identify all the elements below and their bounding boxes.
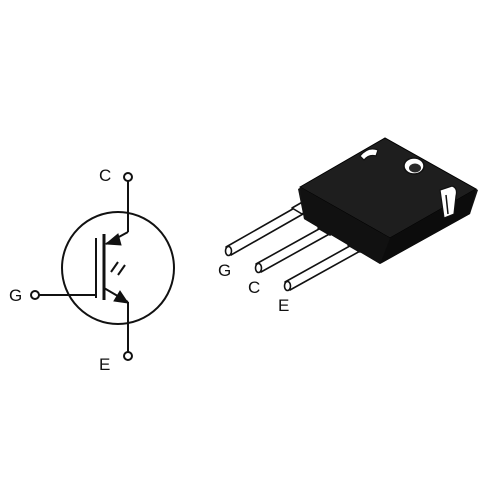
gate-pin-tip (224, 245, 233, 257)
symbol-gate-label: G (9, 286, 22, 305)
internal-tick-2 (117, 264, 126, 276)
collector-arrow (104, 233, 122, 246)
package-left-face (300, 187, 390, 264)
gate-terminal (30, 290, 40, 300)
package-notch-left (359, 148, 379, 161)
tab-slot-line (445, 194, 449, 215)
emitter-pin-tip (283, 280, 292, 292)
package-collector-label: C (248, 278, 260, 297)
internal-tick-1 (110, 261, 119, 273)
symbol-emitter-label: E (99, 355, 110, 374)
package-gate-label: G (218, 261, 231, 280)
igbt-symbol (30, 172, 175, 361)
package-tab-slot (439, 185, 458, 219)
emitter-arrow (113, 290, 130, 304)
collector-terminal (123, 172, 133, 182)
mounting-hole-inner (409, 163, 421, 173)
emitter-terminal (123, 351, 133, 361)
symbol-enclosure-circle (61, 211, 175, 325)
package-emitter-label: E (278, 296, 289, 315)
collector-pin-tip (254, 262, 263, 274)
to247-package (224, 137, 478, 292)
symbol-collector-label: C (99, 166, 111, 185)
